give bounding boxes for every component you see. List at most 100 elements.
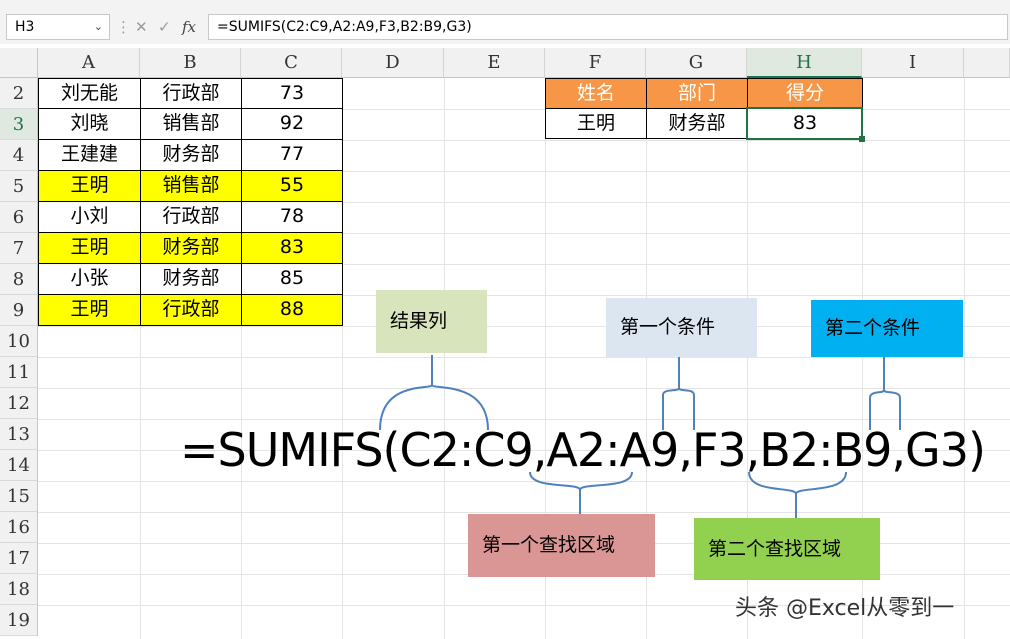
chevron-down-icon[interactable]: ⌄ bbox=[93, 20, 103, 33]
col-header-i[interactable]: I bbox=[862, 48, 964, 78]
row-header[interactable]: 7 bbox=[0, 233, 38, 264]
col-header-h[interactable]: H bbox=[747, 48, 862, 78]
fill-handle[interactable] bbox=[859, 136, 865, 142]
dept-cell[interactable]: 行政部 bbox=[140, 201, 242, 233]
col-header-g[interactable]: G bbox=[646, 48, 747, 78]
gridline bbox=[444, 78, 445, 639]
row-header[interactable]: 4 bbox=[0, 140, 38, 171]
score-cell[interactable]: 77 bbox=[241, 139, 343, 171]
row-header[interactable]: 10 bbox=[0, 326, 38, 357]
score-cell[interactable]: 83 bbox=[241, 232, 343, 264]
row-header[interactable]: 18 bbox=[0, 574, 38, 605]
gridline bbox=[38, 109, 1010, 110]
dept-cell[interactable]: 财务部 bbox=[140, 139, 242, 171]
gridline bbox=[38, 202, 1010, 203]
gridline bbox=[545, 78, 546, 639]
gridline bbox=[38, 357, 1010, 358]
lookup-header-score[interactable]: 得分 bbox=[747, 78, 863, 109]
gridline bbox=[342, 78, 343, 639]
select-all-corner[interactable] bbox=[0, 48, 38, 78]
row-header[interactable]: 3 bbox=[0, 109, 38, 140]
score-cell[interactable]: 92 bbox=[241, 108, 343, 140]
score-cell[interactable]: 55 bbox=[241, 170, 343, 202]
row-header[interactable]: 12 bbox=[0, 388, 38, 419]
gridline bbox=[241, 78, 242, 639]
dept-cell[interactable]: 行政部 bbox=[140, 294, 242, 326]
result-column-label: 结果列 bbox=[376, 290, 487, 353]
second-condition-label: 第二个条件 bbox=[811, 300, 963, 357]
name-cell[interactable]: 王明 bbox=[38, 170, 141, 202]
col-header-b[interactable]: B bbox=[140, 48, 241, 78]
row-header[interactable]: 13 bbox=[0, 419, 38, 450]
formula-illustration: =SUMIFS(C2:C9,A2:A9,F3,B2:B9,G3) bbox=[180, 423, 986, 477]
score-cell[interactable]: 85 bbox=[241, 263, 343, 295]
gridline bbox=[38, 171, 1010, 172]
col-header-c[interactable]: C bbox=[241, 48, 342, 78]
dept-cell[interactable]: 行政部 bbox=[140, 78, 242, 109]
gridline bbox=[646, 78, 647, 639]
enter-icon[interactable]: ✓ bbox=[158, 18, 171, 36]
score-cell[interactable]: 78 bbox=[241, 201, 343, 233]
gridline bbox=[38, 605, 1010, 606]
lookup-cell-name[interactable]: 王明 bbox=[545, 108, 647, 139]
gridline bbox=[38, 140, 1010, 141]
gridline bbox=[38, 388, 1010, 389]
name-cell[interactable]: 王建建 bbox=[38, 139, 141, 171]
col-header-f[interactable]: F bbox=[545, 48, 646, 78]
gridline bbox=[747, 78, 748, 639]
lookup-header-name[interactable]: 姓名 bbox=[545, 78, 647, 109]
gridline bbox=[38, 233, 1010, 234]
name-cell[interactable]: 王明 bbox=[38, 232, 141, 264]
formula-input[interactable]: =SUMIFS(C2:C9,A2:A9,F3,B2:B9,G3) bbox=[208, 14, 1008, 40]
row-header[interactable]: 6 bbox=[0, 202, 38, 233]
row-header[interactable]: 9 bbox=[0, 295, 38, 326]
row-header[interactable]: 14 bbox=[0, 450, 38, 481]
watermark: 头条 @Excel从零到一 bbox=[735, 596, 955, 621]
name-box[interactable]: H3 ⌄ bbox=[6, 14, 110, 40]
row-header[interactable]: 15 bbox=[0, 481, 38, 512]
gridline bbox=[38, 450, 1010, 451]
row-header[interactable]: 16 bbox=[0, 512, 38, 543]
name-cell[interactable]: 小刘 bbox=[38, 201, 141, 233]
formula-bar: H3 ⌄ ⋮ ✕ ✓ fx =SUMIFS(C2:C9,A2:A9,F3,B2:… bbox=[0, 0, 1010, 44]
gridline bbox=[38, 512, 1010, 513]
gridline bbox=[38, 264, 1010, 265]
gridline bbox=[862, 78, 863, 639]
row-header[interactable]: 5 bbox=[0, 171, 38, 202]
first-condition-label: 第一个条件 bbox=[606, 298, 757, 357]
gridline bbox=[38, 481, 1010, 482]
active-cell-border bbox=[746, 107, 863, 140]
fx-icon[interactable]: fx bbox=[182, 18, 197, 36]
row-header[interactable]: 2 bbox=[0, 78, 38, 109]
dept-cell[interactable]: 财务部 bbox=[140, 232, 242, 264]
name-cell[interactable]: 王明 bbox=[38, 294, 141, 326]
cancel-icon[interactable]: ✕ bbox=[135, 18, 148, 36]
row-header[interactable]: 19 bbox=[0, 605, 38, 636]
name-cell[interactable]: 小张 bbox=[38, 263, 141, 295]
score-cell[interactable]: 88 bbox=[241, 294, 343, 326]
gridline bbox=[38, 419, 1010, 420]
dept-cell[interactable]: 销售部 bbox=[140, 170, 242, 202]
lookup-header-dept[interactable]: 部门 bbox=[646, 78, 748, 109]
row-header[interactable]: 17 bbox=[0, 543, 38, 574]
lookup-cell-dept[interactable]: 财务部 bbox=[646, 108, 748, 139]
gridline bbox=[38, 326, 1010, 327]
gridline bbox=[140, 78, 141, 639]
more-options-icon[interactable]: ⋮ bbox=[116, 18, 131, 36]
dept-cell[interactable]: 销售部 bbox=[140, 108, 242, 140]
row-header[interactable]: 8 bbox=[0, 264, 38, 295]
row-header[interactable]: 11 bbox=[0, 357, 38, 388]
gridline bbox=[38, 295, 1010, 296]
gridline bbox=[964, 78, 965, 639]
name-cell[interactable]: 刘无能 bbox=[38, 78, 141, 109]
col-header-d[interactable]: D bbox=[342, 48, 444, 78]
col-header-j[interactable] bbox=[964, 48, 1010, 78]
col-header-a[interactable]: A bbox=[38, 48, 140, 78]
col-header-e[interactable]: E bbox=[444, 48, 545, 78]
first-range-label: 第一个查找区域 bbox=[468, 514, 655, 577]
second-range-label: 第二个查找区域 bbox=[694, 518, 880, 580]
spreadsheet-grid[interactable]: A B C D E F G H I 2 3 4 5 6 7 8 9 10 11 … bbox=[0, 44, 1010, 639]
dept-cell[interactable]: 财务部 bbox=[140, 263, 242, 295]
name-cell[interactable]: 刘晓 bbox=[38, 108, 141, 140]
score-cell[interactable]: 73 bbox=[241, 78, 343, 109]
